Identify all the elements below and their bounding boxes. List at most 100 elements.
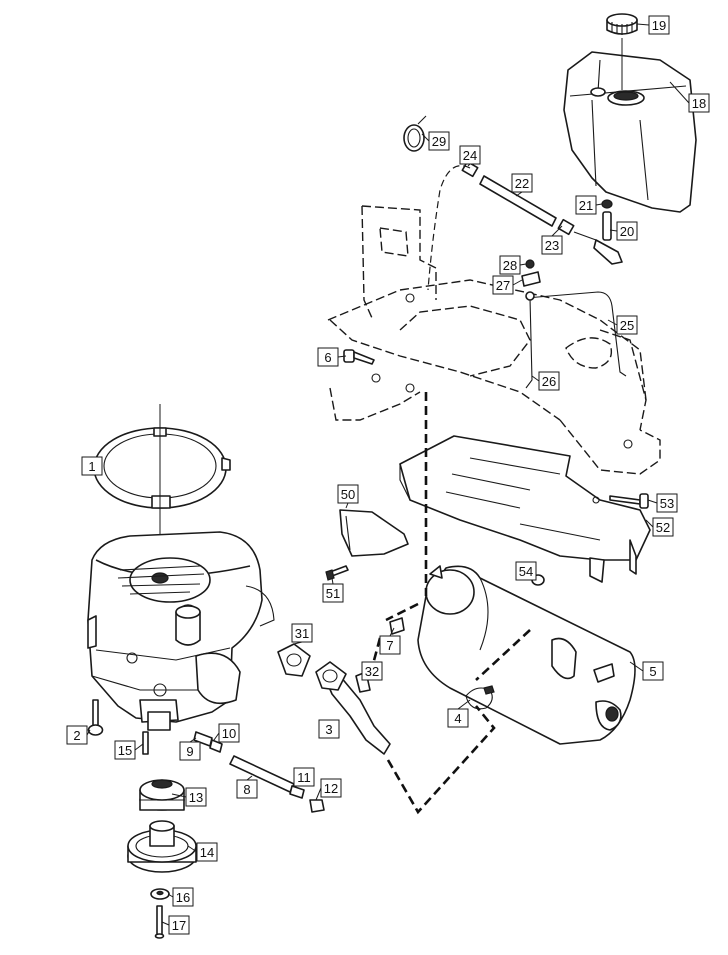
- callout-number: 26: [542, 374, 556, 389]
- callout-box: [196, 842, 218, 862]
- callout-leader: [337, 355, 347, 358]
- callout-3: 3: [318, 719, 340, 739]
- callout-number: 50: [341, 487, 355, 502]
- callout-number: 29: [432, 134, 446, 149]
- callout-16: 16: [167, 887, 194, 907]
- callout-number: 7: [386, 638, 393, 653]
- callout-leader: [629, 661, 644, 672]
- callout-number: 20: [620, 224, 634, 239]
- callout-2: 2: [66, 725, 91, 745]
- callout-number: 31: [295, 626, 309, 641]
- callout-leader: [331, 577, 334, 585]
- callout-28: 28: [499, 255, 527, 275]
- callout-box: [320, 778, 342, 798]
- fuel-tank: [563, 51, 697, 213]
- callout-leader: [421, 133, 430, 142]
- callout-number: 16: [176, 890, 190, 905]
- callout-leader: [457, 699, 471, 710]
- lower-pulley: [127, 820, 197, 873]
- callout-leader: [551, 225, 563, 237]
- callout-number: 27: [496, 278, 510, 293]
- callout-number: 17: [172, 918, 186, 933]
- callout-14: 14: [187, 842, 218, 862]
- callout-number: 19: [652, 18, 666, 33]
- callout-leader: [647, 499, 658, 504]
- callout-box: [459, 145, 481, 165]
- chassis-frame: [327, 205, 661, 475]
- callout-1: 1: [81, 456, 103, 476]
- callout-32: 32: [361, 661, 383, 681]
- callout-box: [66, 725, 88, 745]
- callout-number: 53: [660, 496, 674, 511]
- callout-number: 23: [545, 238, 559, 253]
- callout-leader: [531, 375, 540, 382]
- exhaust-clamp: [389, 617, 495, 710]
- bolt: [343, 349, 375, 365]
- callout-18: 18: [669, 81, 710, 113]
- callout-17: 17: [161, 915, 190, 935]
- callout-box: [218, 723, 240, 743]
- callout-leader: [645, 519, 654, 528]
- shield-bolt: [531, 493, 649, 586]
- callout-leader: [167, 893, 174, 898]
- callout-leader: [213, 732, 220, 741]
- exhaust-route: [370, 392, 531, 815]
- callout-box: [656, 493, 678, 513]
- callout-number: 32: [365, 664, 379, 679]
- callout-31: 31: [291, 623, 313, 645]
- engine: [87, 531, 275, 731]
- callout-53: 53: [647, 493, 678, 513]
- shaft-key: [142, 731, 149, 755]
- callout-box: [447, 708, 469, 728]
- callout-leader: [161, 921, 170, 926]
- callout-box: [337, 484, 359, 504]
- callout-24: 24: [459, 145, 481, 167]
- callout-number: 14: [200, 845, 214, 860]
- callout-leader: [189, 737, 197, 743]
- callout-box: [168, 915, 190, 935]
- callout-20: 20: [609, 221, 638, 241]
- callout-leader: [636, 23, 650, 26]
- callout-number: 24: [463, 148, 477, 163]
- callout-box: [538, 371, 560, 391]
- callout-box: [492, 275, 514, 295]
- callout-box: [179, 741, 201, 761]
- callout-number: 8: [243, 782, 250, 797]
- callout-number: 52: [656, 520, 670, 535]
- callout-11: 11: [293, 767, 315, 787]
- callout-leader: [134, 743, 144, 751]
- fuel-line-route: [427, 165, 471, 291]
- callout-10: 10: [213, 723, 240, 743]
- callout-26: 26: [531, 371, 560, 391]
- callout-leader: [609, 229, 618, 232]
- callout-box: [616, 315, 638, 335]
- callout-leader: [315, 787, 322, 801]
- callout-box: [81, 456, 103, 476]
- callout-number: 1: [88, 459, 95, 474]
- muffler: [417, 565, 636, 745]
- callout-9: 9: [179, 737, 201, 761]
- fuel-cap: [606, 13, 638, 35]
- callout-box: [688, 93, 710, 113]
- callout-leader: [669, 81, 690, 104]
- callout-box: [499, 255, 521, 275]
- callout-27: 27: [492, 275, 523, 295]
- throttle-cable: [521, 259, 627, 389]
- fuel-valve: [593, 199, 623, 265]
- callout-number: 51: [326, 586, 340, 601]
- callout-leader: [389, 627, 395, 637]
- callout-box: [616, 221, 638, 241]
- callout-number: 28: [503, 258, 517, 273]
- callout-number: 54: [519, 564, 533, 579]
- callout-leader: [246, 775, 253, 781]
- callout-box: [114, 740, 136, 760]
- callout-leader: [345, 502, 349, 509]
- callout-19: 19: [636, 15, 670, 35]
- callout-6: 6: [317, 347, 347, 367]
- drain-fitting: [193, 731, 223, 753]
- callout-number: 12: [324, 781, 338, 796]
- callout-number: 9: [186, 744, 193, 759]
- callout-box: [652, 517, 674, 537]
- callout-number: 10: [222, 726, 236, 741]
